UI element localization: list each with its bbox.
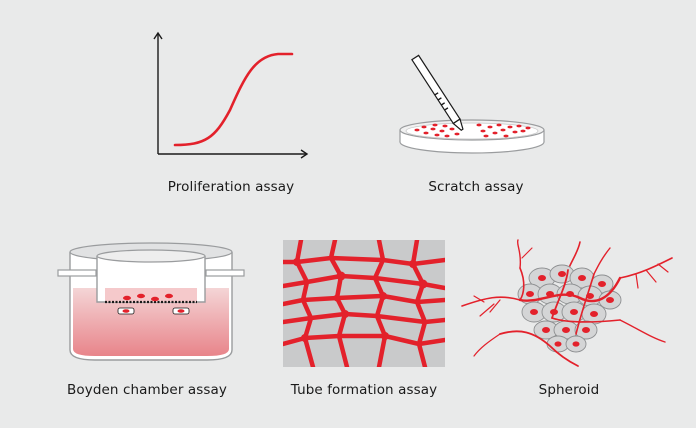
scratch-assay-label: Scratch assay <box>428 179 524 195</box>
proliferation-curve-icon <box>153 31 309 159</box>
scratch-petri-dish-icon <box>399 54 545 154</box>
boyden-chamber-assay-label: Boyden chamber assay <box>67 382 227 398</box>
tube-formation-network-icon <box>283 240 445 367</box>
boyden-chamber-icon <box>57 242 245 361</box>
spheroid-label: Spheroid <box>538 382 600 398</box>
tube-formation-assay-label: Tube formation assay <box>290 382 438 398</box>
proliferation-assay-label: Proliferation assay <box>167 179 295 195</box>
spheroid-icon <box>461 239 673 367</box>
